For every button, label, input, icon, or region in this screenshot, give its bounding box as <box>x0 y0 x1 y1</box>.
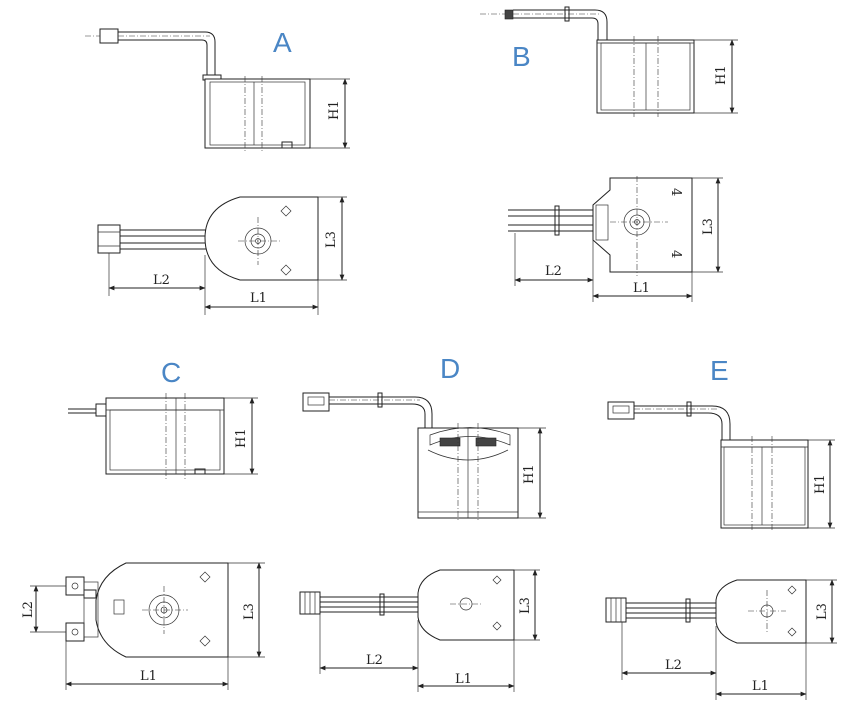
panel-a-letter: A <box>273 27 292 58</box>
panel-b: B H1 <box>480 6 738 302</box>
panel-c-l2-label: L2 <box>21 601 36 618</box>
panel-b-l1-label: L1 <box>633 281 650 296</box>
panel-e-h1-label: H1 <box>813 474 828 494</box>
panel-a: A H1 <box>85 27 350 315</box>
panel-a-l3-label: L3 <box>324 231 339 248</box>
panel-e-l1-label: L1 <box>752 679 769 694</box>
panel-c-l3-label: L3 <box>242 603 257 620</box>
panel-d-h1-label: H1 <box>522 464 537 484</box>
panel-b-l3-label: L3 <box>701 218 716 235</box>
panel-c-top-view: L3 L2 L1 <box>21 562 265 690</box>
panel-b-letter: B <box>512 41 531 72</box>
panel-c: C H1 <box>21 357 265 690</box>
panel-e-l3-label: L3 <box>815 603 830 620</box>
panel-e-letter: E <box>710 355 729 386</box>
panel-a-side-view: H1 <box>85 28 350 152</box>
panel-b-top-view: 4 4 L3 L2 L1 <box>508 176 723 302</box>
panel-b-side-view: H1 <box>480 6 738 117</box>
panel-d-l1-label: L1 <box>455 672 472 687</box>
panel-a-l2-label: L2 <box>153 273 170 288</box>
panel-e-side-view: H1 <box>607 401 835 532</box>
panel-a-h1-label: H1 <box>327 100 342 120</box>
panel-a-l1-label: L1 <box>250 291 267 306</box>
panel-e-l2-label: L2 <box>665 658 682 673</box>
panel-d-top-view: L3 L2 L1 <box>299 569 540 692</box>
panel-b-h1-label: H1 <box>714 65 729 85</box>
panel-e-top-view: L3 L2 L1 <box>605 579 837 700</box>
panel-d-l2-label: L2 <box>366 653 383 668</box>
panel-d: D H1 <box>299 353 546 692</box>
svg-text:4: 4 <box>668 250 683 258</box>
panel-d-letter: D <box>440 353 460 384</box>
panel-c-l1-label: L1 <box>140 669 157 684</box>
panel-d-side-view: H1 <box>302 392 546 522</box>
panel-c-letter: C <box>161 357 181 388</box>
panel-c-h1-label: H1 <box>234 428 249 448</box>
panel-a-top-view: L3 L2 L1 <box>97 196 347 315</box>
panel-e: E H1 <box>605 355 837 700</box>
panel-d-l3-label: L3 <box>518 597 533 614</box>
svg-text:4: 4 <box>668 188 683 196</box>
panel-c-side-view: H1 <box>68 393 258 480</box>
panel-b-l2-label: L2 <box>545 264 562 279</box>
